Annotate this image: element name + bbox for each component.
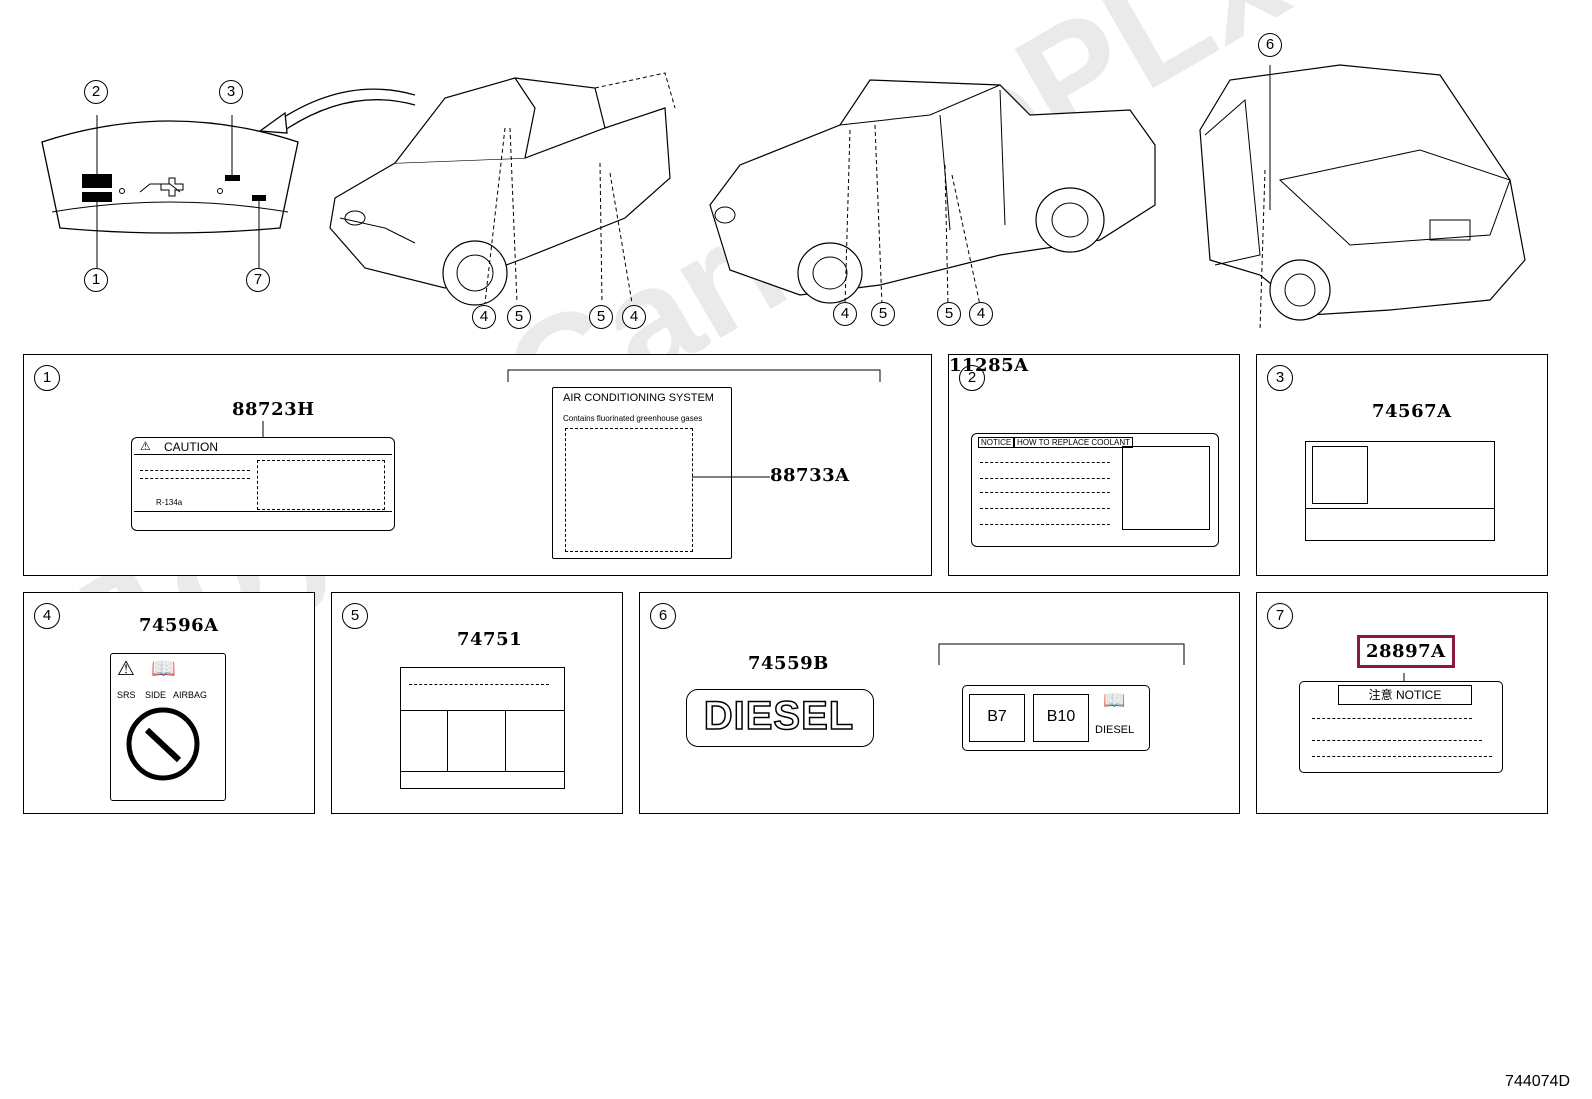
b7-text: B7 xyxy=(987,708,1007,725)
part-number-28897A[interactable]: 28897A xyxy=(1357,635,1455,668)
notice-title: 注意 NOTICE xyxy=(1338,685,1472,705)
panel-number: 7 xyxy=(1267,603,1293,629)
diesel-small-text: DIESEL xyxy=(1095,724,1135,736)
callout-6: 6 xyxy=(1258,33,1282,57)
callout-5: 5 xyxy=(589,305,613,329)
no-child-seat-icon xyxy=(126,707,200,781)
panel-1: 1 88723H ⚠ CAUTION R-134a AIR CONDITIONI… xyxy=(23,354,932,576)
panel-7: 7 28897A 注意 NOTICE xyxy=(1256,592,1548,814)
panel-number: 2 xyxy=(959,365,985,391)
notice-label: 注意 NOTICE xyxy=(1299,681,1503,773)
callout-4: 4 xyxy=(622,305,646,329)
srs-text: SRS xyxy=(117,690,136,700)
manual-icon: 📖 xyxy=(1103,690,1126,710)
part-number-74751: 74751 xyxy=(457,629,523,650)
part-number-74559B: 74559B xyxy=(748,653,829,674)
truck-front-side-illustration xyxy=(709,79,1156,306)
callout-4: 4 xyxy=(969,302,993,326)
hood-underside-illustration xyxy=(41,115,299,268)
srs-airbag-label: ⚠ 📖 SRS SIDE AIRBAG xyxy=(110,653,226,801)
part-number-88733A: 88733A xyxy=(770,465,850,486)
callout-4: 4 xyxy=(833,302,857,326)
callout-5: 5 xyxy=(937,302,961,326)
label-74567A xyxy=(1305,441,1495,541)
notice-text: NOTICE xyxy=(978,437,1015,448)
part-number-74567A: 74567A xyxy=(1372,401,1452,422)
part-number-88723H: 88723H xyxy=(232,399,315,420)
callout-1: 1 xyxy=(84,268,108,292)
panel-2: 2 11285A NOTICE HOW TO REPLACE COOLANT xyxy=(948,354,1240,576)
arrow-icon xyxy=(258,88,416,134)
panel-5: 5 74751 xyxy=(331,592,623,814)
truck-hood-open-illustration xyxy=(329,72,676,306)
caution-label: ⚠ CAUTION R-134a xyxy=(131,437,395,531)
panel-number: 6 xyxy=(650,603,676,629)
part-number-11285A: 11285A xyxy=(949,355,1029,376)
panel-number: 5 xyxy=(342,603,368,629)
callout-5: 5 xyxy=(507,305,531,329)
panel-number: 3 xyxy=(1267,365,1293,391)
callout-7: 7 xyxy=(246,268,270,292)
callout-3: 3 xyxy=(219,80,243,104)
diesel-text: DIESEL xyxy=(703,693,855,739)
manual-icon: 📖 xyxy=(151,658,176,680)
callout-5: 5 xyxy=(871,302,895,326)
ac-system-label: AIR CONDITIONING SYSTEM Contains fluorin… xyxy=(552,387,732,559)
panel-6: 6 74559B DIESEL B7 B10 📖 DIESEL xyxy=(639,592,1240,814)
diesel-emblem: DIESEL xyxy=(686,689,874,747)
warning-icon: ⚠ xyxy=(140,439,151,453)
airbag-text: AIRBAG xyxy=(173,690,208,700)
panel-number: 1 xyxy=(34,365,60,391)
bracket-line xyxy=(507,369,881,382)
side-text: SIDE xyxy=(145,690,167,700)
howto-text: HOW TO REPLACE COOLANT xyxy=(1014,437,1134,448)
part-number-74596A: 74596A xyxy=(139,615,219,636)
tow-label xyxy=(400,667,565,789)
ac-title: AIR CONDITIONING SYSTEM xyxy=(563,392,714,404)
fuel-compat-label: B7 B10 📖 DIESEL xyxy=(962,685,1150,751)
panel-4: 4 74596A ⚠ 📖 SRS SIDE AIRBAG xyxy=(23,592,315,814)
panel-3: 3 74567A xyxy=(1256,354,1548,576)
b10-text: B10 xyxy=(1046,708,1076,725)
coolant-notice-label: NOTICE HOW TO REPLACE COOLANT xyxy=(971,433,1219,547)
ac-subtitle: Contains fluorinated greenhouse gases xyxy=(563,414,703,423)
panel-number: 4 xyxy=(34,603,60,629)
warning-icon: ⚠ xyxy=(117,658,135,680)
refrigerant-type: R-134a xyxy=(156,498,183,507)
bracket-line xyxy=(938,643,1185,665)
callout-4: 4 xyxy=(472,305,496,329)
callout-2: 2 xyxy=(84,80,108,104)
diagram-id: 744074D xyxy=(1505,1073,1570,1090)
caution-title: CAUTION xyxy=(164,440,218,454)
truck-rear-illustration xyxy=(1199,64,1526,331)
leader-line xyxy=(692,476,770,478)
